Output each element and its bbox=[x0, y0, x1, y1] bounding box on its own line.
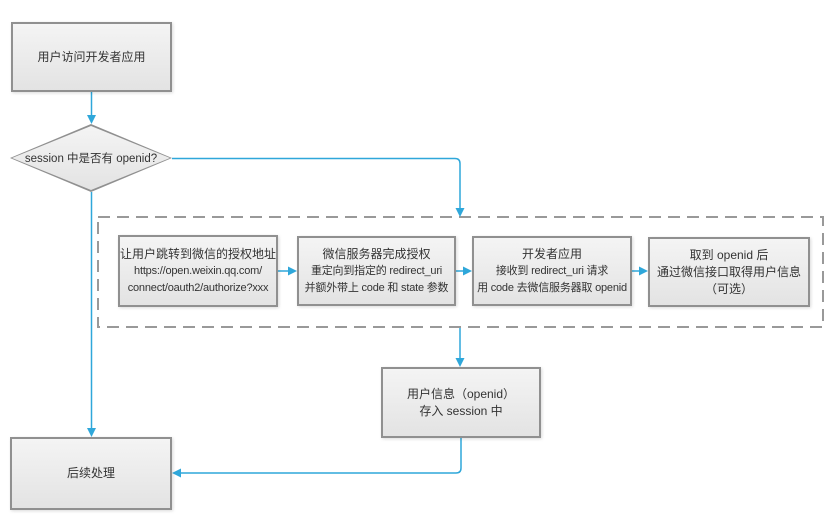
node-devapp-line-1: 开发者应用 bbox=[521, 246, 582, 261]
node-fetchinfo-line-1: 取到 openid 后 bbox=[689, 247, 769, 262]
node-fetchinfo-line-2: 通过微信接口取得用户信息 bbox=[656, 264, 801, 279]
node-start-label: 用户访问开发者应用 bbox=[37, 49, 146, 64]
node-devapp-line-3: 用 code 去微信服务器取 openid bbox=[477, 281, 627, 294]
node-jump-line-1: 让用户跳转到微信的授权地址 bbox=[120, 246, 277, 261]
connector-jump-to-wechat bbox=[278, 266, 297, 276]
dashed-group-border bbox=[97, 216, 824, 328]
connector-group-to-session bbox=[455, 328, 465, 367]
connector-decision-to-followup bbox=[87, 192, 96, 437]
node-jump-line-2: https://open.weixin.qq.com/ bbox=[134, 264, 262, 277]
node-followup-label: 后续处理 bbox=[66, 466, 115, 480]
node-wechat-line-1: 微信服务器完成授权 bbox=[322, 246, 431, 261]
connector-start-to-decision bbox=[87, 92, 96, 124]
node-followup: 后续处理 bbox=[10, 437, 172, 510]
connector-wechat-to-devapp bbox=[456, 266, 472, 276]
node-wechat-server: 微信服务器完成授权 重定向到指定的 redirect_uri 并额外带上 cod… bbox=[297, 236, 456, 306]
node-devapp-line-2: 接收到 redirect_uri 请求 bbox=[495, 264, 609, 277]
node-session-line-2: 存入 session 中 bbox=[419, 403, 503, 418]
node-fetchinfo-line-3: （可选） bbox=[704, 281, 753, 296]
connector-devapp-to-userinfo bbox=[632, 266, 648, 276]
node-decision-diamond: session 中是否有 openid? bbox=[10, 124, 172, 192]
connector-session-to-followup bbox=[172, 438, 462, 478]
node-jump-line-3: connect/oauth2/authorize?xxx bbox=[127, 281, 269, 294]
node-wechat-line-2: 重定向到指定的 redirect_uri bbox=[310, 264, 443, 277]
node-decision-label: session 中是否有 openid? bbox=[24, 153, 158, 165]
node-developer-app: 开发者应用 接收到 redirect_uri 请求 用 code 去微信服务器取… bbox=[472, 236, 632, 306]
node-session-line-1: 用户信息（openid） bbox=[406, 386, 516, 401]
connector-decision-to-group bbox=[172, 157, 465, 217]
node-save-session: 用户信息（openid） 存入 session 中 bbox=[381, 367, 541, 438]
node-wechat-line-3: 并额外带上 code 和 state 参数 bbox=[304, 281, 449, 294]
node-fetch-userinfo: 取到 openid 后 通过微信接口取得用户信息 （可选） bbox=[648, 237, 810, 307]
node-jump-to-wechat: 让用户跳转到微信的授权地址 https://open.weixin.qq.com… bbox=[118, 235, 278, 307]
node-start: 用户访问开发者应用 bbox=[11, 22, 172, 92]
